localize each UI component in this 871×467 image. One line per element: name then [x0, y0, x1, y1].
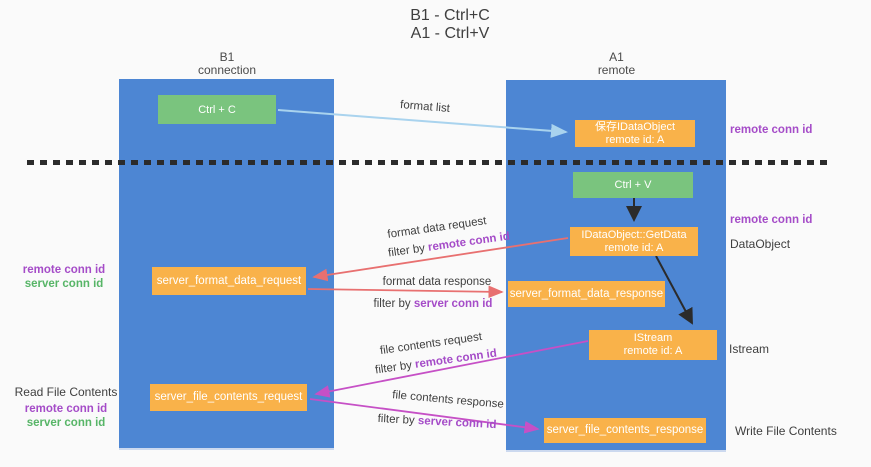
diagram-title: B1 - Ctrl+C A1 - Ctrl+V [330, 7, 570, 43]
istream-line2: remote id: A [623, 345, 683, 357]
left-bottom-server-conn-id-label: server conn id [26, 417, 106, 429]
diagram-title-line2: A1 - Ctrl+V [410, 25, 490, 42]
server-format-data-response-box: server_format_data_response [508, 281, 665, 307]
lane-header-b1: B1 connection [120, 51, 334, 77]
left-conn-id-annotation: remote conn id server conn id [8, 263, 120, 291]
filter-server-conn-id-label-1: filter by server conn id [343, 298, 523, 310]
filter-server-conn-id-label-2: filter by server conn id [347, 411, 527, 432]
lane-b1-subtitle: connection [197, 63, 257, 77]
filter-prefix-1: filter by [387, 242, 426, 260]
left-bottom-remote-conn-id-label: remote conn id [24, 403, 108, 415]
format-response-arrow [307, 285, 504, 299]
separator-dashed-line [27, 160, 833, 165]
format-list-label: format list [399, 99, 451, 115]
ctrl-c-box: Ctrl + C [158, 95, 276, 124]
format-data-response-label: format data response [382, 276, 492, 288]
filter-prefix-3: filter by [374, 359, 413, 377]
filter-server-conn-id-2: server conn id [417, 415, 497, 432]
filter-prefix-4: filter by [377, 412, 415, 427]
save-idataobject-line2: remote id: A [605, 133, 665, 146]
lane-a1-subtitle: remote [597, 63, 636, 77]
file-contents-response-label: file contents response [391, 389, 505, 411]
diagram-title-line1: B1 - Ctrl+C [410, 7, 490, 24]
filter-prefix-2: filter by [373, 298, 411, 310]
read-file-contents-label: Read File Contents [14, 385, 118, 399]
ctrl-c-label: Ctrl + C [198, 103, 236, 116]
getdata-line1: IDataObject::GetData [581, 228, 687, 241]
server-format-data-request-label: server_format_data_request [156, 274, 302, 287]
lane-header-a1: A1 remote [507, 51, 726, 77]
left-server-conn-id-label: server conn id [24, 278, 104, 290]
server-format-data-request-box: server_format_data_request [152, 267, 306, 295]
server-file-contents-response-label: server_file_contents_response [546, 424, 704, 436]
right-remote-conn-id-label-1: remote conn id [730, 124, 813, 136]
filter-remote-conn-id-2: remote conn id [414, 347, 498, 371]
lane-a1-name: A1 [609, 50, 624, 64]
getdata-box: IDataObject::GetData remote id: A [570, 227, 698, 256]
save-idataobject-box: 保存IDataObject remote id: A [575, 120, 695, 147]
server-file-contents-response-box: server_file_contents_response [544, 418, 706, 443]
filter-remote-conn-id-1: remote conn id [427, 230, 511, 254]
dataobject-label: DataObject [730, 237, 791, 251]
istream-margin-label: Istream [729, 342, 770, 356]
write-file-contents-label: Write File Contents [735, 424, 837, 438]
left-remote-conn-id-label: remote conn id [22, 264, 106, 276]
getdata-line2: remote id: A [604, 241, 664, 254]
server-format-data-response-label: server_format_data_response [509, 287, 664, 300]
server-file-contents-request-box: server_file_contents_request [150, 384, 307, 411]
server-file-contents-request-label: server_file_contents_request [154, 391, 303, 403]
lane-b1-name: B1 [219, 50, 235, 64]
ctrl-v-box: Ctrl + V [573, 172, 693, 198]
istream-box: IStream remote id: A [589, 330, 717, 360]
istream-line1: IStream [633, 332, 673, 344]
save-idataobject-line1: 保存IDataObject [594, 120, 676, 133]
filter-server-conn-id-1: server conn id [413, 298, 493, 310]
right-remote-conn-id-label-2: remote conn id [730, 214, 813, 226]
ctrl-v-label: Ctrl + V [614, 179, 652, 191]
read-file-contents-annotation: Read File Contents remote conn id server… [10, 385, 122, 430]
